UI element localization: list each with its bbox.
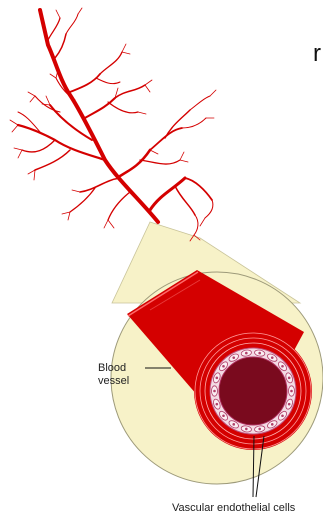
endothelial-cell-nucleus (222, 414, 225, 417)
endothelial-cell-nucleus (258, 428, 261, 431)
endothelial-cell-nucleus (245, 428, 248, 431)
endothelial-cell-nucleus (245, 352, 248, 355)
vessel-branch-tree (10, 8, 216, 241)
endothelial-cell-nucleus (281, 414, 284, 417)
blood-vessel-label-line1: Blood (98, 362, 129, 375)
lumen (219, 357, 287, 425)
cropped-text-fragment: r (313, 42, 321, 66)
endothelial-cell-nucleus (222, 365, 225, 368)
endothelial-cell-nucleus (213, 390, 216, 393)
endothelial-cell-nucleus (216, 377, 219, 380)
endothelial-cell-nucleus (216, 403, 219, 406)
blood-vessel-label-line2: vessel (98, 375, 129, 388)
endothelial-cell-nucleus (281, 365, 284, 368)
vascular-endothelial-cells-label: Vascular endothelial cells (172, 502, 295, 515)
endothelial-cell-nucleus (232, 423, 235, 426)
endothelial-cell-nucleus (271, 423, 274, 426)
endothelial-cell-nucleus (271, 356, 274, 359)
endothelial-cell-nucleus (258, 352, 261, 355)
endothelial-cell-nucleus (232, 356, 235, 359)
endothelial-cell-nucleus (290, 390, 293, 393)
blood-vessel-label: Blood vessel (98, 362, 129, 388)
endothelial-cell-nucleus (288, 377, 291, 380)
vessel-cross-section (194, 332, 312, 450)
endothelial-cell-nucleus (288, 403, 291, 406)
